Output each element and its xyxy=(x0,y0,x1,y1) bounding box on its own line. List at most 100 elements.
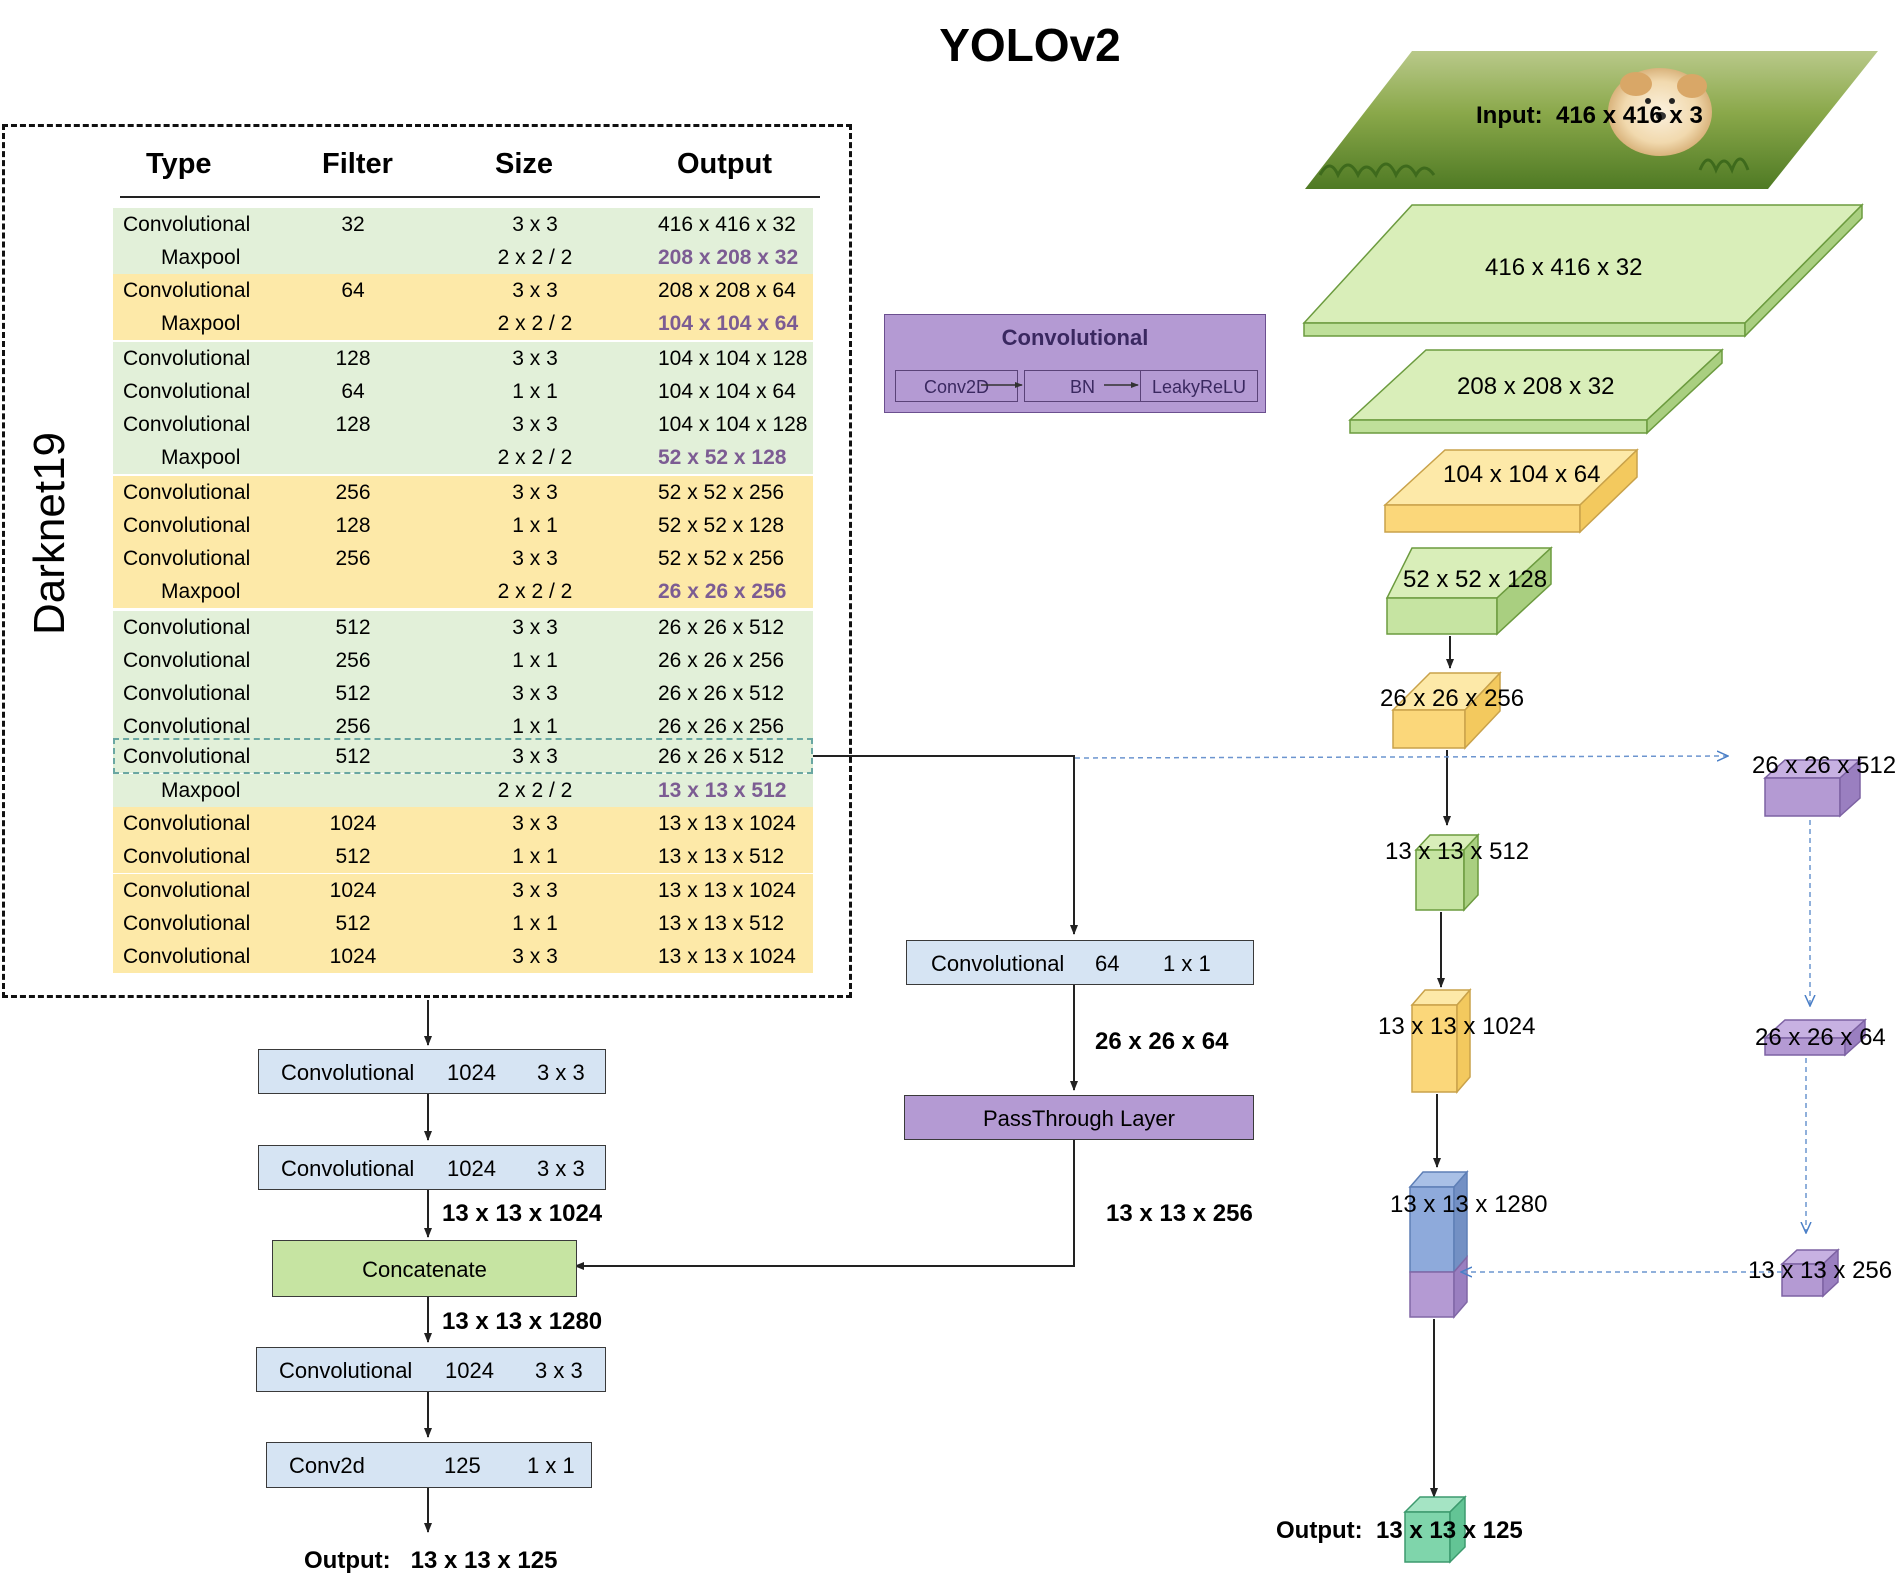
cell-type: Convolutional xyxy=(123,745,251,768)
side-label-26x64: 26 x 26 x 64 xyxy=(1755,1024,1886,1051)
visual-layer-52: 52 x 52 x 128 xyxy=(1403,566,1548,593)
cell-type: Maxpool xyxy=(161,446,241,469)
cell-output: 52 x 52 x 256 xyxy=(658,481,785,504)
cell-size: 2 x 2 / 2 xyxy=(497,580,573,603)
layer-slab-416 xyxy=(1302,203,1864,338)
cell-filter: 512 xyxy=(335,616,371,639)
cell-size: 3 x 3 xyxy=(512,945,558,968)
cell-size: 1 x 1 xyxy=(512,715,558,738)
darknet19-frame xyxy=(2,124,852,998)
cell-output: 104 x 104 x 128 xyxy=(658,347,808,370)
output-cube xyxy=(1403,1495,1467,1564)
darknet-row: Convolutional 64 1 x 1 104 x 104 x 64 xyxy=(113,375,813,408)
diagram-title: YOLOv2 xyxy=(939,19,1121,71)
cell-size: 1 x 1 xyxy=(512,649,558,672)
cell-size: 3 x 3 xyxy=(512,213,558,236)
cell-output: 13 x 13 x 512 xyxy=(658,845,785,868)
cell-output: 104 x 104 x 64 xyxy=(658,380,796,403)
cell-type: Convolutional xyxy=(123,279,251,302)
cell-type: Convolutional xyxy=(123,413,251,436)
side-label-13x256: 13 x 13 x 256 xyxy=(1748,1257,1893,1284)
passthrough-after-conv: 26 x 26 x 64 xyxy=(1095,1028,1229,1055)
cell-size: 3 x 3 xyxy=(512,812,558,835)
layer-tall-13x512 xyxy=(1414,833,1480,912)
cell-output: 52 x 52 x 128 xyxy=(658,446,787,469)
cell-type: Convolutional xyxy=(123,945,251,968)
cell-size: 3 x 3 xyxy=(512,682,558,705)
cell-type: Convolutional xyxy=(123,380,251,403)
legend-bn: BN xyxy=(1024,370,1141,402)
cell-output: 416 x 416 x 32 xyxy=(658,213,796,236)
cell-output: 26 x 26 x 512 xyxy=(658,682,785,705)
cell-output: 52 x 52 x 256 xyxy=(658,547,785,570)
cell-output: 26 x 26 x 256 xyxy=(658,715,785,738)
cell-type: Convolutional xyxy=(123,616,251,639)
passthrough-source-highlight xyxy=(113,738,813,774)
cell-size: 1 x 1 xyxy=(512,912,558,935)
layer-cube-26 xyxy=(1391,671,1502,750)
legend-conv2d: Conv2D xyxy=(895,370,1018,402)
head-conv2-box: Convolutional 1024 3 x 3 xyxy=(258,1145,606,1190)
arrow-passthrough-to-concat xyxy=(574,1138,1075,1270)
cell-type: Maxpool xyxy=(161,312,241,335)
cell-output: 104 x 104 x 128 xyxy=(658,413,808,436)
cell-output: 26 x 26 x 512 xyxy=(658,616,785,639)
cell-filter: 256 xyxy=(335,547,371,570)
visual-layer-208: 208 x 208 x 32 xyxy=(1457,373,1615,400)
dashed-arrow-to-side-512 xyxy=(1074,756,1727,758)
cell-type: Convolutional xyxy=(123,879,251,902)
cell-type: Convolutional xyxy=(123,481,251,504)
cell-size: 3 x 3 xyxy=(512,413,558,436)
cell-type: Convolutional xyxy=(123,514,251,537)
cell-filter: 128 xyxy=(335,514,371,537)
cell-output: 13 x 13 x 1024 xyxy=(658,812,796,835)
cell-size: 3 x 3 xyxy=(512,616,558,639)
cell-filter: 256 xyxy=(335,649,371,672)
cell-type: Convolutional xyxy=(123,682,251,705)
cell-size: 3 x 3 xyxy=(512,547,558,570)
layer-tall-13x1280 xyxy=(1408,1169,1469,1320)
cell-output: 13 x 13 x 512 xyxy=(658,779,787,802)
cell-filter: 1024 xyxy=(329,812,377,835)
header-type: Type xyxy=(146,148,212,180)
input-label: Input: 416 x 416 x 3 xyxy=(1476,102,1703,129)
visual-layer-26: 26 x 26 x 256 xyxy=(1380,685,1525,712)
head-conv3-box: Convolutional 1024 3 x 3 xyxy=(256,1347,606,1392)
cell-filter: 64 xyxy=(341,279,365,302)
layer-tall-13x1024 xyxy=(1410,987,1472,1095)
visual-layer-104: 104 x 104 x 64 xyxy=(1443,461,1601,488)
cell-size: 3 x 3 xyxy=(512,879,558,902)
cell-size: 1 x 1 xyxy=(512,380,558,403)
cell-filter: 64 xyxy=(341,380,365,403)
darknet-row: Convolutional 512 3 x 3 26 x 26 x 512 xyxy=(113,611,813,644)
convolutional-legend: Convolutional Conv2D BN LeakyReLU xyxy=(884,314,1266,413)
cell-filter: 32 xyxy=(341,213,365,236)
legend-arrows xyxy=(981,382,1139,388)
legend-title: Convolutional xyxy=(1001,325,1149,350)
concatenate-box: Concatenate xyxy=(272,1240,577,1297)
cell-type: Maxpool xyxy=(161,779,241,802)
visual-layer-416: 416 x 416 x 32 xyxy=(1485,254,1643,281)
cell-size: 3 x 3 xyxy=(512,279,558,302)
visual-layer-13x512: 13 x 13 x 512 xyxy=(1385,838,1530,865)
layer-box-52 xyxy=(1385,546,1553,636)
side-label-26x512: 26 x 26 x 512 xyxy=(1752,752,1897,779)
visual-layer-13x1024: 13 x 13 x 1024 xyxy=(1378,1013,1536,1040)
cell-type: Maxpool xyxy=(161,246,241,269)
cell-filter: 512 xyxy=(335,745,371,768)
cell-filter: 512 xyxy=(335,845,371,868)
cell-size: 3 x 3 xyxy=(512,347,558,370)
cell-filter: 512 xyxy=(335,912,371,935)
